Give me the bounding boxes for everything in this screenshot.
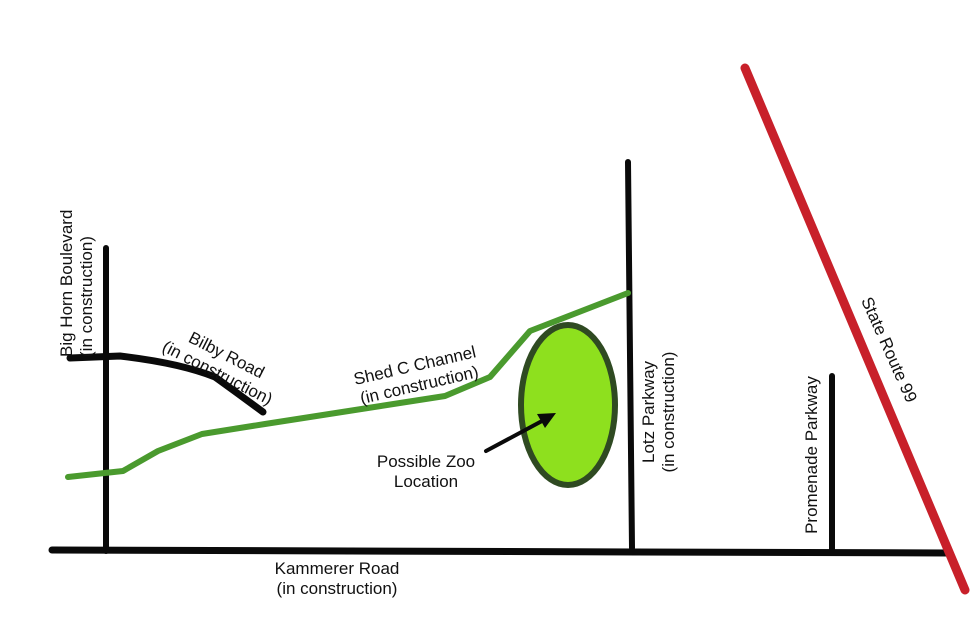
kammerer-road — [48, 546, 952, 557]
promenade-label: Promenade Parkway — [802, 376, 821, 534]
big-horn-label: Big Horn Boulevard (in construction) — [57, 210, 96, 357]
kammerer-label: Kammerer Road (in construction) — [275, 559, 400, 598]
lotz-label: Lotz Parkway (in construction) — [639, 352, 678, 473]
bilby-road — [66, 352, 267, 416]
state-route-99 — [740, 63, 970, 595]
zoo-label-line1: Possible Zoo — [377, 452, 475, 471]
zoo-label-line2: Location — [394, 472, 458, 491]
big-horn-label-line2: (in construction) — [77, 236, 96, 357]
zoo-pointer-arrow — [484, 419, 544, 453]
zoo-label: Possible Zoo Location — [377, 452, 475, 491]
lotz-label-line1: Lotz Parkway — [639, 360, 658, 463]
kammerer-label-line2: (in construction) — [277, 579, 398, 598]
big-horn-label-line1: Big Horn Boulevard — [57, 210, 76, 357]
kammerer-label-line1: Kammerer Road — [275, 559, 400, 578]
arrowhead-icon — [537, 413, 556, 428]
shed-c-channel — [65, 290, 631, 480]
possible-zoo-area — [518, 322, 618, 488]
promenade-label-text: Promenade Parkway — [802, 376, 821, 534]
lotz-parkway — [625, 159, 635, 551]
lotz-label-line2: (in construction) — [659, 352, 678, 473]
